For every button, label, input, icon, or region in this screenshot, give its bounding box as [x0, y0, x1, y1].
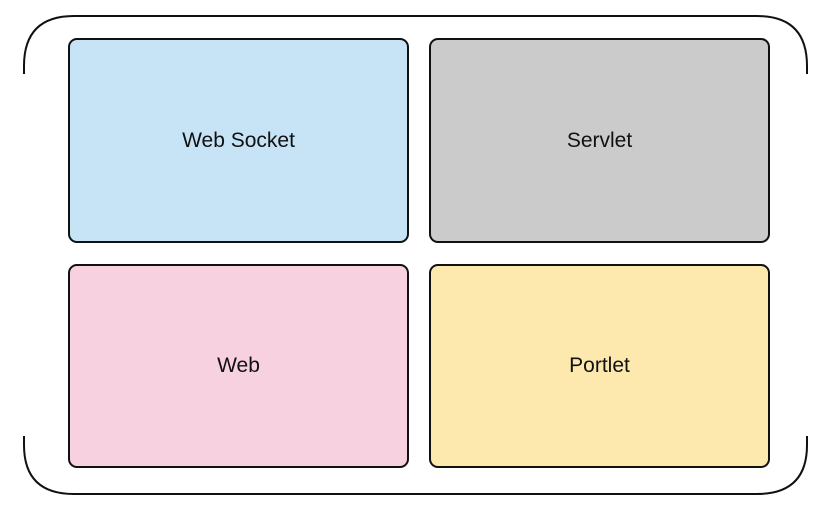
portlet-label: Portlet	[569, 354, 630, 377]
web-socket-module: Web Socket	[68, 38, 409, 243]
web-module: Web	[68, 264, 409, 468]
container-bracket-bottom	[23, 436, 808, 495]
web-label: Web	[217, 354, 260, 377]
web-socket-label: Web Socket	[182, 128, 295, 152]
servlet-module: Servlet	[429, 38, 770, 243]
servlet-label: Servlet	[566, 128, 633, 152]
portlet-module: Portlet	[429, 264, 770, 468]
container-bracket-top	[23, 15, 808, 74]
